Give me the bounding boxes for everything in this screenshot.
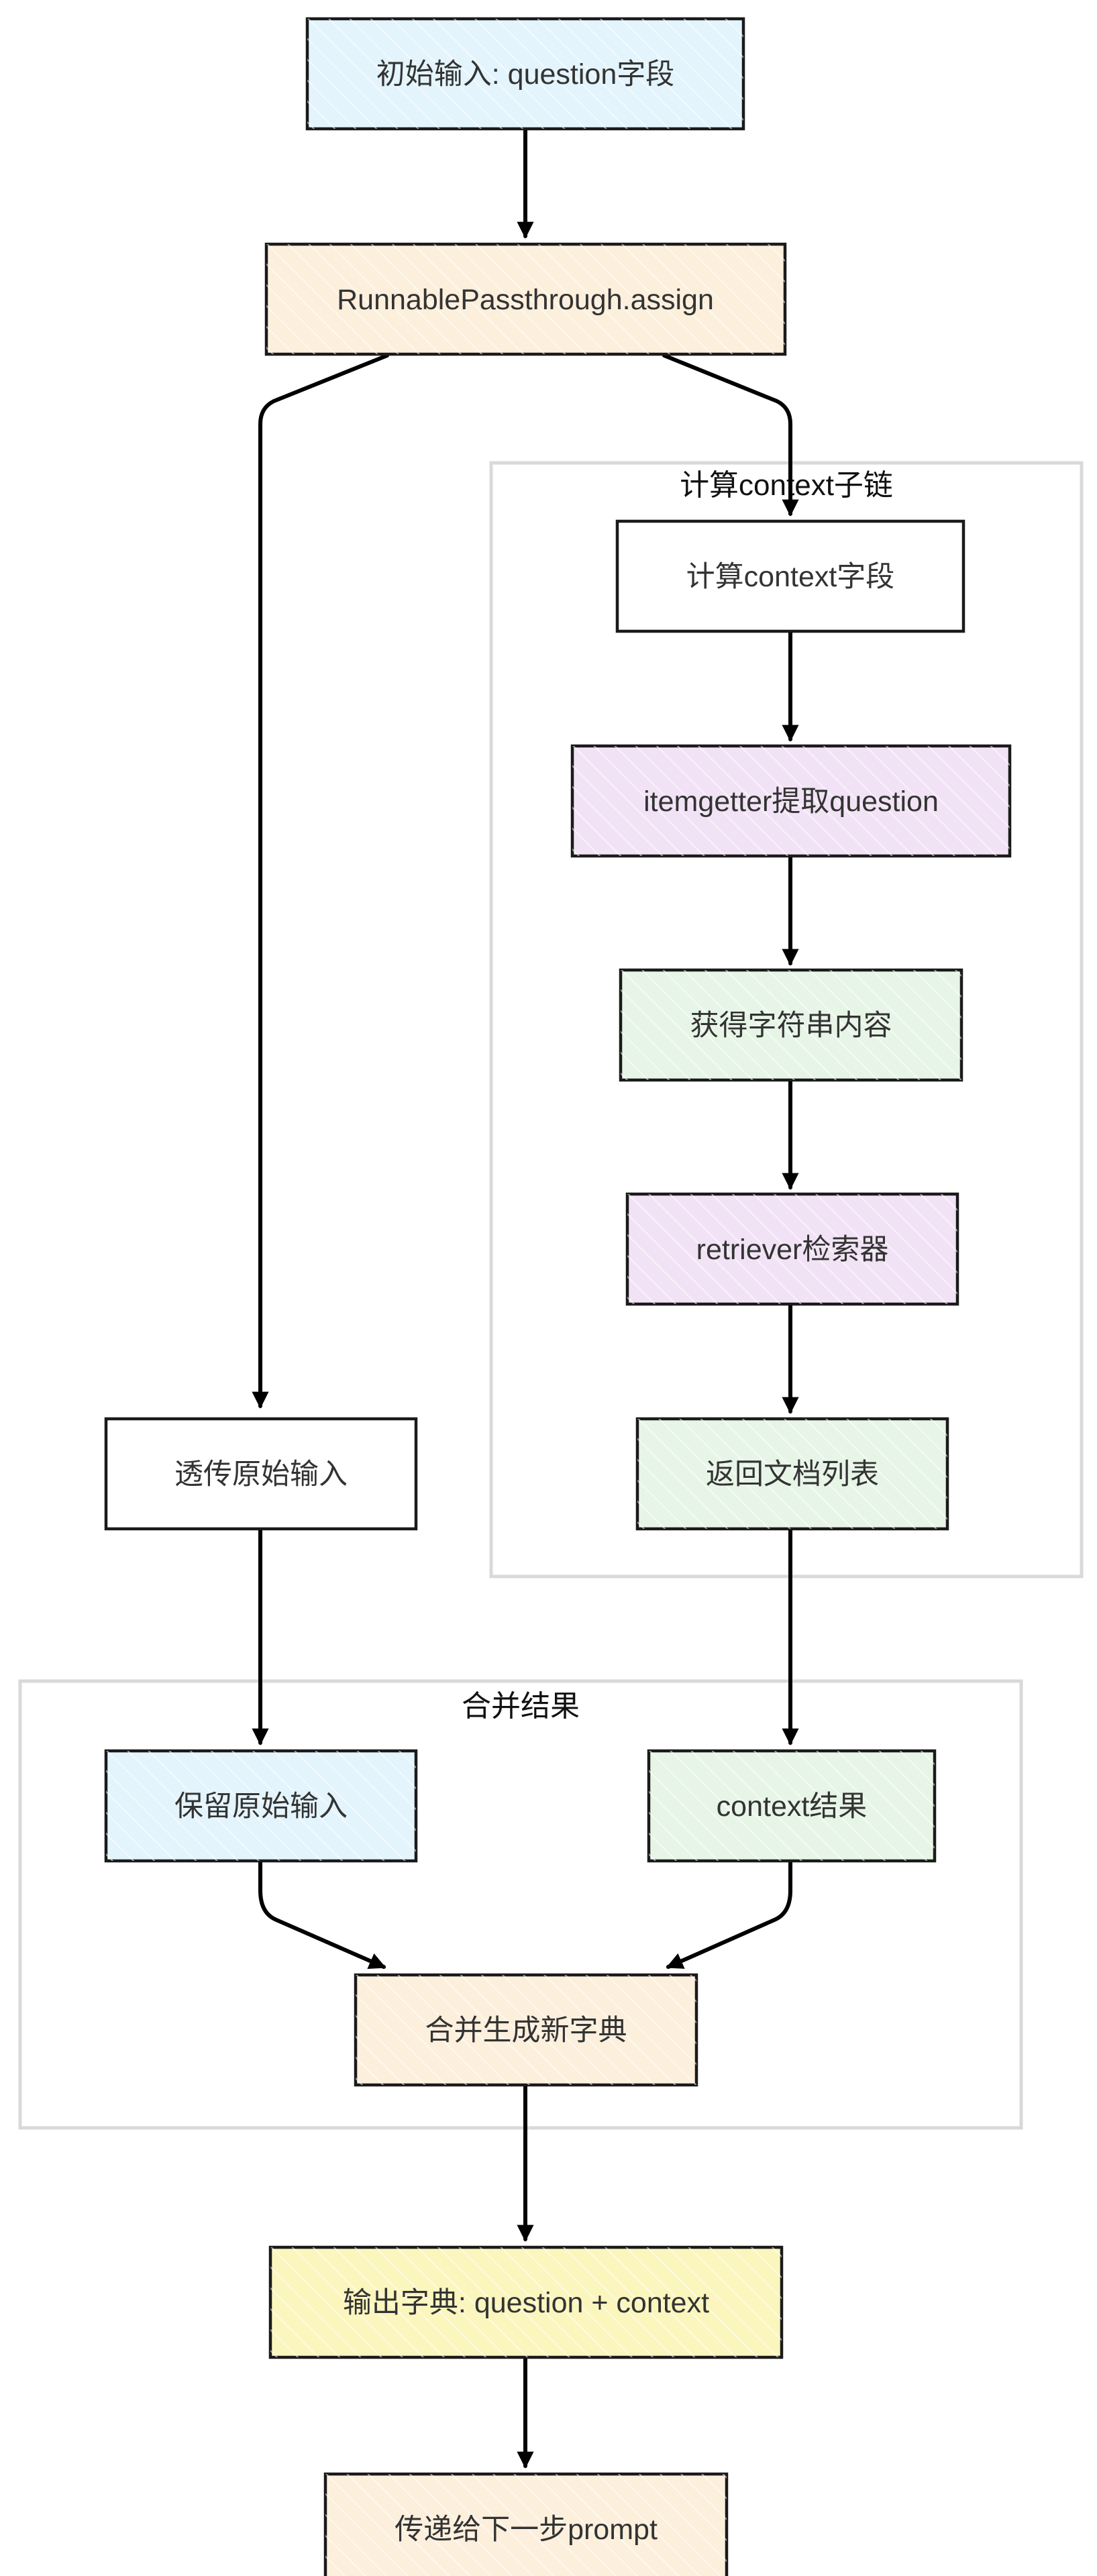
node-merge-label: 合并生成新字典 — [425, 2015, 627, 2047]
node-get-string-label: 获得字符串内容 — [690, 1010, 892, 1042]
edge-context-result-to-merge — [666, 1856, 792, 1969]
node-calc-context-label: 计算context字段 — [686, 561, 895, 593]
node-calc-context: 计算context字段 — [615, 519, 965, 633]
node-input-label: 初始输入: question字段 — [376, 58, 674, 91]
group-merge-results-border — [18, 1679, 1023, 2130]
node-next: 传递给下一步prompt — [323, 2472, 729, 2576]
group-context-subchain-border — [489, 461, 1084, 1578]
node-itemgetter: itemgetter提取question — [570, 744, 1012, 858]
edges — [252, 127, 799, 2469]
group-context-subchain-label: 计算context子链 — [680, 469, 893, 502]
group-context-subchain: 计算context子链 — [489, 461, 1084, 1578]
edge-assign-to-passthrough — [252, 354, 389, 1409]
node-retriever-label: retriever检索器 — [696, 1234, 889, 1266]
node-keep-input-label: 保留原始输入 — [174, 1790, 348, 1823]
node-keep-input: 保留原始输入 — [104, 1749, 418, 1863]
node-assign: RunnablePassthrough.assign — [264, 242, 787, 356]
node-assign-label: RunnablePassthrough.assign — [337, 284, 714, 316]
node-merge: 合并生成新字典 — [354, 1973, 698, 2087]
node-itemgetter-label: itemgetter提取question — [643, 786, 939, 818]
group-merge-results: 合并结果 — [18, 1679, 1023, 2130]
node-output-label: 输出字典: question + context — [343, 2287, 709, 2319]
node-context-result-label: context结果 — [717, 1790, 868, 1823]
node-input: 初始输入: question字段 — [305, 17, 745, 131]
node-context-result: context结果 — [647, 1749, 937, 1863]
node-output: 输出字典: question + context — [268, 2245, 784, 2359]
node-passthrough-label: 透传原始输入 — [174, 1458, 348, 1491]
edge-keep-input-to-merge — [258, 1856, 386, 1969]
node-get-string: 获得字符串内容 — [619, 968, 963, 1082]
node-retriever: retriever检索器 — [625, 1192, 959, 1306]
node-passthrough: 透传原始输入 — [104, 1417, 418, 1531]
group-merge-results-label: 合并结果 — [462, 1690, 580, 1723]
node-return-docs-label: 返回文档列表 — [706, 1458, 879, 1491]
node-return-docs: 返回文档列表 — [635, 1417, 949, 1531]
node-next-label: 传递给下一步prompt — [395, 2514, 658, 2546]
edge-assign-to-calc-context — [662, 354, 799, 517]
